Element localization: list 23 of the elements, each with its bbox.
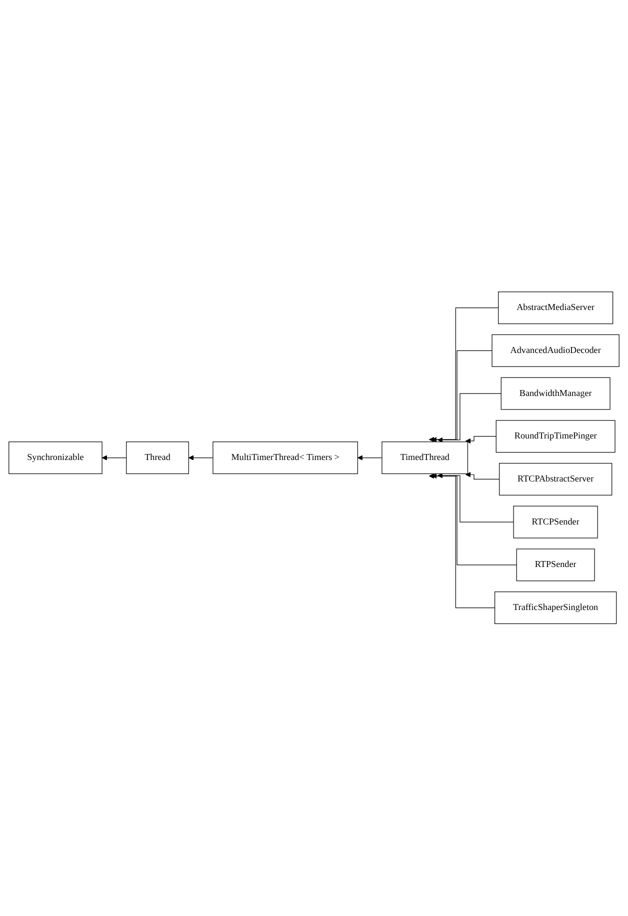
arrow [465, 436, 496, 444]
node-box: RTCPAbstractServer [499, 463, 612, 496]
node-box: RTPSender [516, 548, 595, 582]
arrow [188, 455, 214, 461]
arrow [437, 393, 502, 443]
arrow [357, 455, 382, 461]
arrow [102, 455, 127, 461]
arrow [428, 308, 499, 442]
arrow [437, 473, 514, 523]
node-box: TrafficShaperSingleton [494, 592, 617, 624]
node-box: MultiTimerThread< Timers > [212, 442, 358, 474]
arrow [465, 472, 500, 480]
node-box: BandwidthManager [500, 377, 610, 410]
node-box: TimedThread [382, 442, 468, 474]
node-box: AdvancedAudioDecoder [492, 334, 620, 368]
node-box: RoundTripTimePinger [496, 420, 616, 453]
arrow [431, 473, 517, 566]
node-box: AbstractMediaServer [498, 292, 614, 324]
node-box: RTCPSender [513, 506, 598, 539]
arrow [428, 474, 496, 608]
arrow [431, 350, 492, 443]
node-box: Thread [126, 442, 189, 474]
node-box: Synchronizable [8, 442, 102, 474]
